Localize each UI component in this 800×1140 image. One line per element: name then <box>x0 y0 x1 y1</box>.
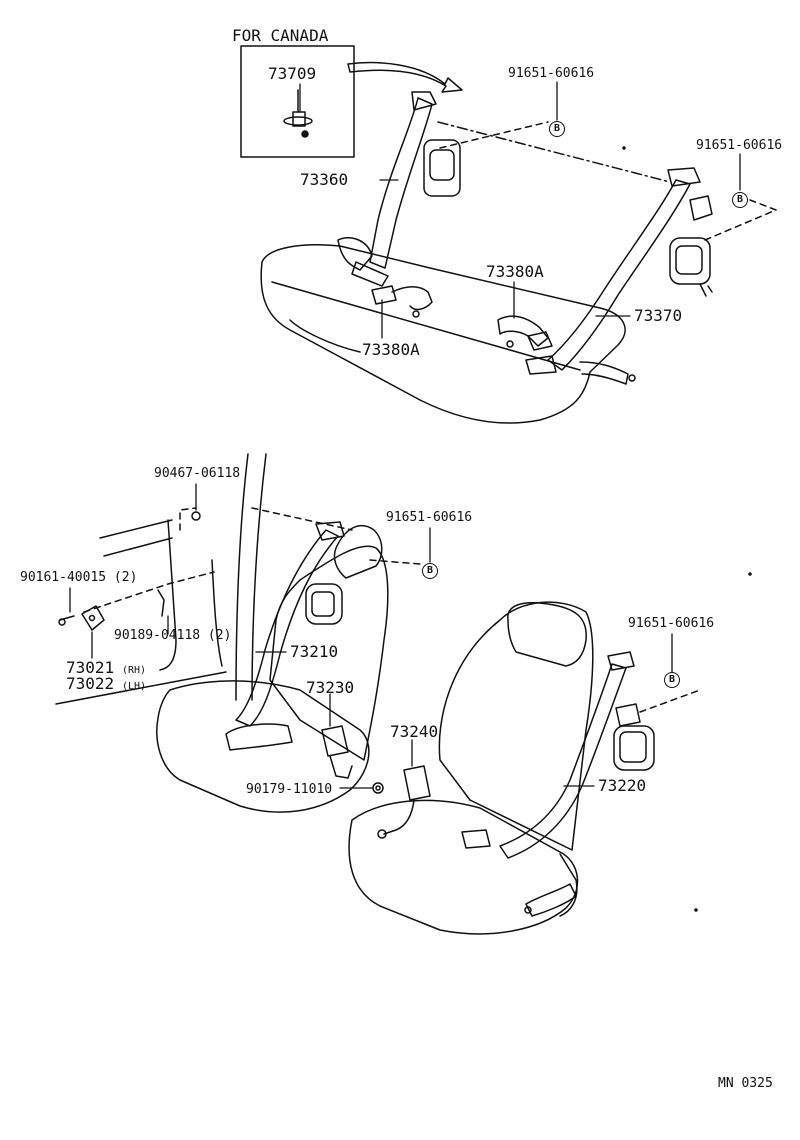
front-b-marker-right: B <box>664 672 680 688</box>
front-buckle-right <box>377 765 431 839</box>
front-buckle-left <box>321 725 384 794</box>
speck <box>622 146 626 150</box>
canada-inset-box <box>240 45 355 158</box>
rear-seat-back-line <box>437 121 671 183</box>
anchor-bracket <box>58 511 201 631</box>
front-bolt-right-label: 91651-60616 <box>628 616 715 631</box>
front-b-leader-left <box>179 507 421 565</box>
front-right-seat-back <box>438 601 594 851</box>
rear-buckle-center <box>497 315 553 351</box>
rear-b-marker-left: B <box>549 121 565 137</box>
rear-b-leader-right <box>704 199 777 241</box>
part-73709-label: 73709 <box>268 64 317 83</box>
rear-belt-right-label: 73370 <box>634 306 683 325</box>
front-buckle-right-label: 73240 <box>390 722 439 741</box>
front-belt-left <box>225 521 345 751</box>
leader-lines <box>69 81 741 789</box>
anchor-lh-label: 73022 <box>66 674 115 693</box>
rear-belt-left-label: 73360 <box>300 170 349 189</box>
front-buckle-left-label: 73230 <box>306 678 355 697</box>
anchor-lh-side-label: (LH) <box>122 681 147 692</box>
canada-arrow <box>347 61 463 93</box>
rear-seat-cushion <box>260 244 626 424</box>
front-belt-left-label: 73210 <box>290 642 339 661</box>
rear-seat-seam <box>271 281 581 371</box>
front-belt-right-label: 73220 <box>598 776 647 795</box>
front-b-marker-left: B <box>422 563 438 579</box>
rear-buckle-left <box>371 285 433 318</box>
rear-belt-left <box>337 91 461 287</box>
door-frame <box>99 519 177 671</box>
front-b-leader-right <box>639 689 701 713</box>
front-right-seat-side <box>559 853 578 917</box>
anchor-screw-label: 90189-04118 (2) <box>114 628 232 643</box>
anchor-rh-label: 73021 <box>66 658 115 677</box>
front-left-headrest <box>333 525 383 579</box>
rear-belt-right <box>525 167 713 385</box>
front-belt-right <box>461 651 655 917</box>
front-left-seat-cushion <box>156 680 370 813</box>
rear-bolt-left-label: 91651-60616 <box>508 66 595 81</box>
front-anchor-leader <box>83 571 215 613</box>
rear-bolt-right-label: 91651-60616 <box>696 138 783 153</box>
front-right-headrest <box>507 602 587 667</box>
speck <box>694 908 698 912</box>
bolt-cap-label: 90467-06118 <box>154 466 241 481</box>
market-note-label: FOR CANADA <box>232 26 329 45</box>
anchor-bolt-label: 90161-40015 (2) <box>20 570 138 585</box>
speck <box>748 572 752 576</box>
front-right-seat-cushion <box>348 799 579 935</box>
anchor-rh-side-label: (RH) <box>122 665 147 676</box>
rear-buckle-center-label: 73380A <box>486 262 544 281</box>
rear-buckle-left-label: 73380A <box>362 340 420 359</box>
front-bolt-left-label: 91651-60616 <box>386 510 473 525</box>
b-pillar <box>235 453 267 701</box>
rear-b-marker-right: B <box>732 192 748 208</box>
buckle-nut-label: 90179-11010 <box>246 782 333 797</box>
rear-b-leader-left <box>439 121 549 149</box>
canada-fastener-drawing <box>283 89 313 138</box>
diagram-code: MN 0325 <box>718 1076 773 1091</box>
